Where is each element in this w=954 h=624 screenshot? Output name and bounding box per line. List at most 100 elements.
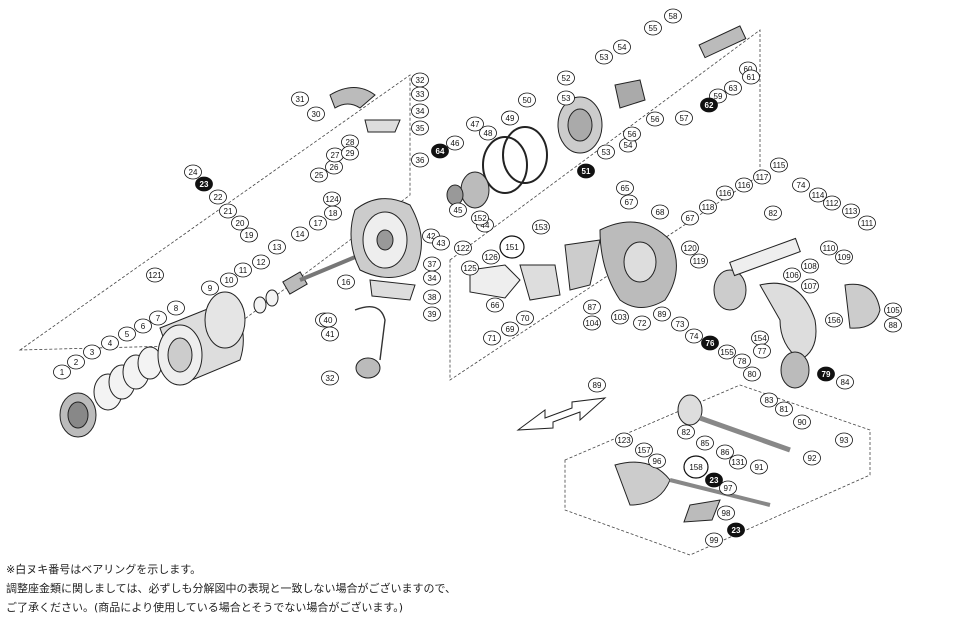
callout-number: 62	[705, 101, 714, 110]
callout-56: 56	[623, 126, 641, 142]
callout-circle	[835, 432, 853, 448]
callout-number: 21	[224, 207, 233, 216]
callout-number: 22	[214, 193, 223, 202]
callout-23: 23	[705, 472, 723, 488]
callout-circle	[583, 299, 601, 315]
callout-39: 39	[423, 306, 441, 322]
callout-circle	[466, 116, 484, 132]
callout-number: 32	[416, 76, 425, 85]
callout-circle	[729, 454, 747, 470]
callout-circle	[716, 185, 734, 201]
callout-109: 109	[835, 249, 853, 265]
callout-124: 124	[323, 191, 341, 207]
callout-number: 19	[245, 231, 254, 240]
pinion-assembly	[446, 25, 747, 209]
direction-arrow	[516, 397, 607, 431]
callout-circle	[411, 86, 429, 102]
callout-circle	[167, 300, 185, 316]
callout-circle	[733, 353, 751, 369]
callout-number: 4	[108, 339, 113, 348]
callout-number: 31	[296, 95, 305, 104]
callout-number: 53	[600, 53, 609, 62]
callout-circle	[454, 240, 472, 256]
callout-9: 9	[201, 280, 219, 296]
callout-81: 81	[775, 401, 793, 417]
disclaimer-line-1: 調整座金類に関しましては、必ずしも分解図中の表現と一致しない場合がございますので…	[6, 582, 457, 595]
callout-circle	[461, 260, 479, 276]
callout-64: 64	[431, 143, 449, 159]
callout-74: 74	[685, 328, 703, 344]
callout-circle	[411, 120, 429, 136]
callout-number: 84	[841, 378, 850, 387]
callout-88: 88	[884, 317, 902, 333]
callout-number: 124	[325, 195, 339, 204]
callout-48: 48	[479, 125, 497, 141]
callout-number: 64	[436, 147, 445, 156]
callout-number: 53	[602, 148, 611, 157]
callout-number: 61	[747, 73, 756, 82]
callout-circle	[801, 278, 819, 294]
callout-number: 14	[296, 230, 305, 239]
callout-circle	[240, 227, 258, 243]
callout-number: 3	[90, 348, 95, 357]
callout-156: 156	[825, 312, 843, 328]
callout-105: 105	[884, 302, 902, 318]
callout-number: 53	[562, 94, 571, 103]
callout-number: 157	[637, 446, 651, 455]
callout-4: 4	[101, 335, 119, 351]
callout-45: 45	[449, 202, 467, 218]
callout-33: 33	[411, 86, 429, 102]
callout-number: 56	[651, 115, 660, 124]
callout-62: 62	[700, 97, 718, 113]
callout-circle	[219, 203, 237, 219]
callout-number: 37	[428, 260, 437, 269]
callout-circle	[516, 310, 534, 326]
callout-circle	[700, 97, 718, 113]
callout-number: 78	[738, 357, 747, 366]
spool-assembly	[59, 253, 361, 438]
callout-77: 77	[753, 343, 771, 359]
callout-35: 35	[411, 120, 429, 136]
callout-number: 93	[840, 436, 849, 445]
callout-circle	[764, 205, 782, 221]
callout-number: 47	[471, 120, 480, 129]
callout-number: 46	[451, 139, 460, 148]
callout-number: 10	[225, 276, 234, 285]
handle-assembly-frame	[564, 384, 871, 556]
callout-circle	[423, 270, 441, 286]
callout-103: 103	[611, 309, 629, 325]
callout-number: 56	[628, 130, 637, 139]
callout-circle	[753, 169, 771, 185]
exploded-parts-diagram: 1234567891011121314151617181920212223242…	[18, 8, 902, 556]
callout-72: 72	[633, 315, 651, 331]
callout-circle	[681, 240, 699, 256]
callout-number: 23	[710, 476, 719, 485]
callout-number: 86	[721, 448, 730, 457]
callout-circle	[482, 249, 500, 265]
callout-107: 107	[801, 278, 819, 294]
callout-number: 79	[822, 370, 831, 379]
callout-circle	[83, 344, 101, 360]
callout-circle	[486, 297, 504, 313]
callout-number: 51	[582, 167, 591, 176]
callout-8: 8	[167, 300, 185, 316]
callout-number: 87	[588, 303, 597, 312]
callout-number: 80	[748, 370, 757, 379]
callout-circle	[291, 91, 309, 107]
callout-number: 99	[710, 536, 719, 545]
handle-assembly	[614, 394, 791, 523]
callout-number: 13	[273, 243, 282, 252]
callout-circle	[557, 90, 575, 106]
disclaimer-line-2: ご了承ください。(商品により使用している場合とそうでない場合がございます。)	[6, 601, 404, 614]
callout-number: 125	[463, 264, 477, 273]
callout-number: 70	[521, 314, 530, 323]
callout-82: 82	[764, 205, 782, 221]
callout-number: 6	[141, 322, 146, 331]
callout-circle	[717, 505, 735, 521]
callout-number: 23	[732, 526, 741, 535]
callout-circle	[268, 239, 286, 255]
callout-2: 2	[67, 354, 85, 370]
callout-number: 123	[617, 436, 631, 445]
notes-section: ※白ヌキ番号はベアリングを示します。 調整座金類に関しましては、必ずしも分解図中…	[6, 560, 946, 617]
callout-70: 70	[516, 310, 534, 326]
